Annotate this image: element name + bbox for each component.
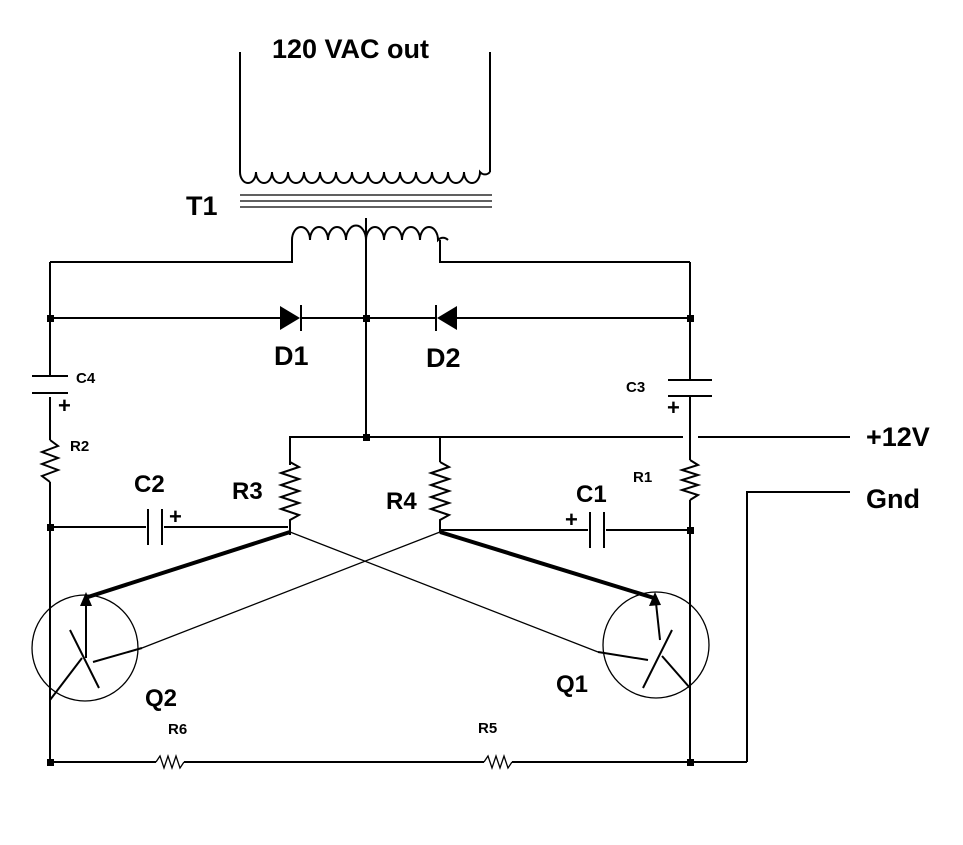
heavy-wire-r4-to-q1: [439, 530, 655, 600]
label-d2: D2: [426, 343, 461, 373]
heavy-wire-r3-to-q2: [87, 530, 291, 599]
capacitor-c3: [668, 379, 712, 397]
output-title: 120 VAC out: [272, 34, 429, 64]
label-c3: C3: [626, 379, 645, 396]
junction-dots: [47, 315, 694, 766]
label-q1: Q1: [556, 671, 588, 698]
bus-12v-left: [289, 436, 683, 465]
label-r6: R6: [168, 721, 187, 738]
label-c2: C2: [134, 471, 165, 498]
capacitor-c4: [32, 375, 68, 394]
transformer-t1: [50, 52, 690, 437]
label-t1: T1: [186, 191, 218, 221]
cross-wire-r3-to-q1: [289, 531, 599, 653]
label-r5: R5: [478, 720, 497, 737]
label-q2: Q2: [145, 685, 177, 712]
secondary-winding: [239, 169, 491, 184]
resistor-r3: [277, 461, 303, 535]
resistor-r4: [427, 461, 453, 532]
primary-lead-right: [439, 240, 690, 263]
polarity-c2: +: [169, 504, 182, 529]
transistor-q1: [597, 591, 710, 699]
label-d1: D1: [274, 341, 309, 371]
cross-wire-r4-to-q2: [141, 531, 441, 649]
label-r4: R4: [386, 488, 417, 515]
label-c4: C4: [76, 370, 96, 387]
resistor-r5: [483, 753, 513, 771]
primary-winding: [291, 224, 449, 243]
label-r3: R3: [232, 478, 263, 505]
transistor-q2: [31, 592, 143, 702]
label-r1: R1: [633, 469, 652, 486]
gnd-lead: [746, 491, 850, 762]
primary-lead-left: [50, 240, 293, 263]
resistor-r2: [39, 439, 61, 483]
label-c1: C1: [576, 481, 607, 508]
label-gnd: Gnd: [866, 484, 920, 514]
resistor-r1: [678, 459, 702, 501]
label-plus-12v: +12V: [866, 422, 930, 452]
diode-d2: [435, 305, 457, 331]
label-r2: R2: [70, 438, 89, 455]
polarity-c3: +: [667, 395, 680, 420]
resistor-r6: [155, 753, 185, 771]
polarity-c1: +: [565, 507, 578, 532]
capacitor-c1: [589, 512, 605, 548]
polarity-c4: +: [58, 393, 71, 418]
diode-d1: [280, 305, 302, 331]
capacitor-c2: [147, 509, 163, 545]
